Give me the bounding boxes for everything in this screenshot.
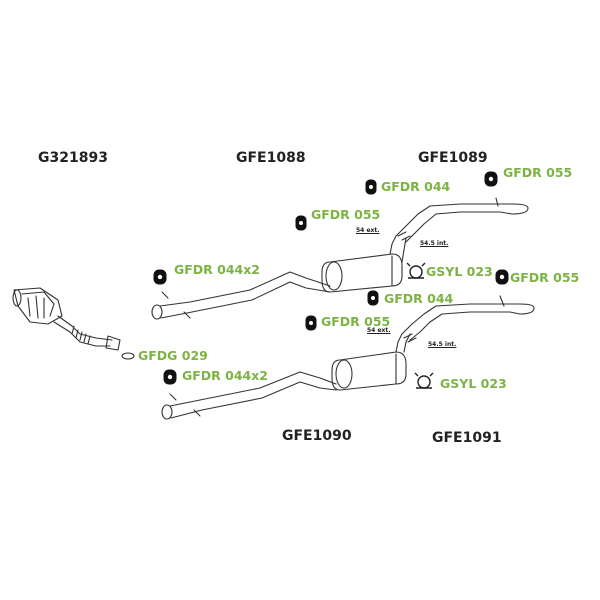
dimension-label: 54 ext. (356, 227, 380, 234)
front-pipe-upper (151, 271, 331, 320)
gasket-icon (121, 352, 135, 360)
accessory-label: GFDR 055 (503, 165, 573, 180)
dimension-label: 54.5 int. (428, 341, 457, 348)
rear-pipe-upper (395, 197, 529, 243)
part-number-rear-upper: GFE1089 (418, 150, 488, 166)
accessory-label: GFDR 055 (510, 270, 580, 285)
accessory-label: GFDR 044 (384, 291, 454, 306)
accessory-label: GSYL 023 (440, 376, 507, 391)
accessory-label: GSYL 023 (426, 264, 493, 279)
part-number-rear-lower: GFE1091 (432, 430, 502, 446)
part-number-front-pipe-lower: GFE1090 (282, 428, 352, 444)
accessory-label: GFDR 055 (321, 314, 391, 329)
accessory-label: GFDR 055 (311, 207, 381, 222)
front-pipe-lower (161, 371, 337, 420)
accessory-label: GFDG 029 (138, 348, 208, 363)
catalytic-converter (12, 287, 121, 351)
middle-box-upper (321, 235, 407, 293)
part-number-front-pipe-upper: GFE1088 (236, 150, 306, 166)
accessory-label: GFDR 044x2 (182, 368, 269, 383)
accessory-label: GFDR 044 (381, 179, 451, 194)
dimension-label: 54.5 int. (420, 240, 449, 247)
dimension-label: 54 ext. (367, 327, 391, 334)
rear-pipe-lower (401, 295, 535, 343)
part-number-catalytic: G321893 (38, 150, 108, 166)
middle-box-lower (331, 333, 411, 391)
accessory-label: GFDR 044x2 (174, 262, 261, 277)
clamp-icon (414, 372, 434, 389)
clamp-icon (406, 262, 426, 279)
